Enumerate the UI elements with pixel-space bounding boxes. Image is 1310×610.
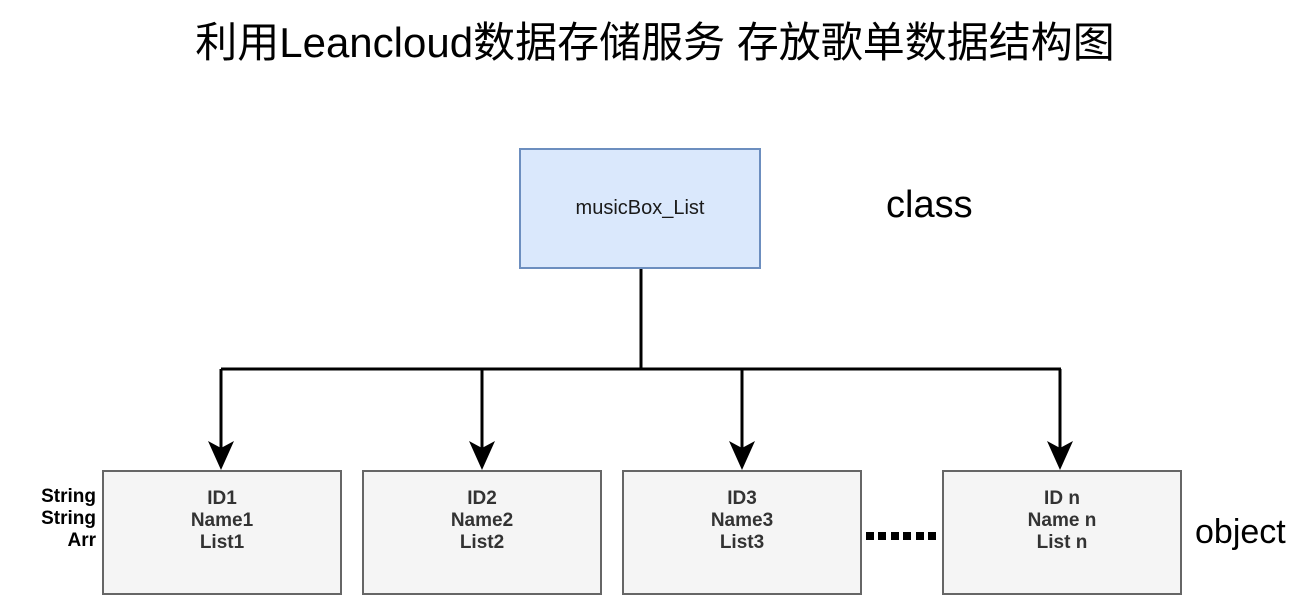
object-field-list: List n: [1036, 532, 1088, 553]
arrowhead-4: [1047, 441, 1073, 470]
type-label-name: String: [41, 508, 96, 529]
object-field-list: List3: [719, 532, 765, 553]
ellipsis-dot: [927, 532, 936, 540]
legend-object-label: object: [1195, 513, 1286, 551]
ellipsis-dot: [915, 532, 924, 540]
ellipsis-dot: [890, 532, 899, 540]
ellipsis-separator: [866, 531, 936, 541]
object-node[interactable]: ID n Name n List n: [942, 470, 1182, 595]
object-field-id: ID n: [1044, 488, 1080, 509]
object-node[interactable]: ID3 Name3 List3: [622, 470, 862, 595]
type-label-id: String: [41, 486, 96, 507]
ellipsis-dot: [866, 532, 874, 540]
object-field-id: ID3: [727, 488, 757, 509]
arrowhead-1: [208, 441, 234, 470]
type-label-list: Arr: [67, 530, 96, 551]
object-field-list: List1: [199, 532, 245, 553]
ellipsis-dot: [878, 532, 887, 540]
object-field-id: ID2: [467, 488, 497, 509]
type-column: String String Arr: [10, 486, 96, 552]
class-node-musicbox-list[interactable]: musicBox_List: [519, 148, 761, 269]
arrowhead-2: [469, 441, 495, 470]
object-field-id: ID1: [207, 488, 237, 509]
page-title: 利用Leancloud数据存储服务 存放歌单数据结构图: [195, 19, 1115, 66]
class-node-label: musicBox_List: [575, 197, 705, 219]
object-field-name: Name1: [190, 510, 254, 531]
object-field-name: Name3: [710, 510, 774, 531]
object-field-name: Name2: [450, 510, 514, 531]
object-field-list: List2: [459, 532, 505, 553]
object-node[interactable]: ID2 Name2 List2: [362, 470, 602, 595]
legend-class-label: class: [886, 184, 973, 226]
arrowhead-3: [729, 441, 755, 470]
object-field-name: Name n: [1027, 510, 1097, 531]
ellipsis-dot: [903, 532, 912, 540]
object-node[interactable]: ID1 Name1 List1: [102, 470, 342, 595]
